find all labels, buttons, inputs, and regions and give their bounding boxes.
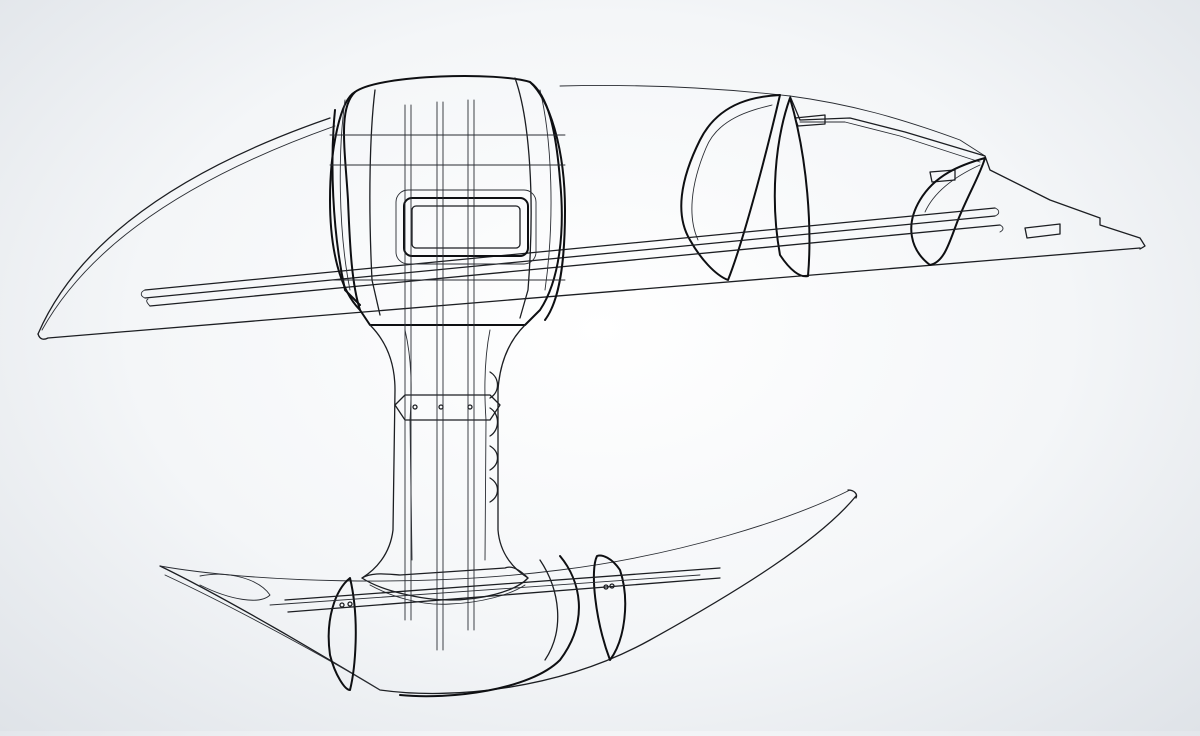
head-block <box>329 75 566 326</box>
upper-blade <box>37 85 1146 340</box>
lower-blade <box>159 489 858 698</box>
upper-rods <box>140 207 1004 307</box>
handle <box>361 99 529 651</box>
